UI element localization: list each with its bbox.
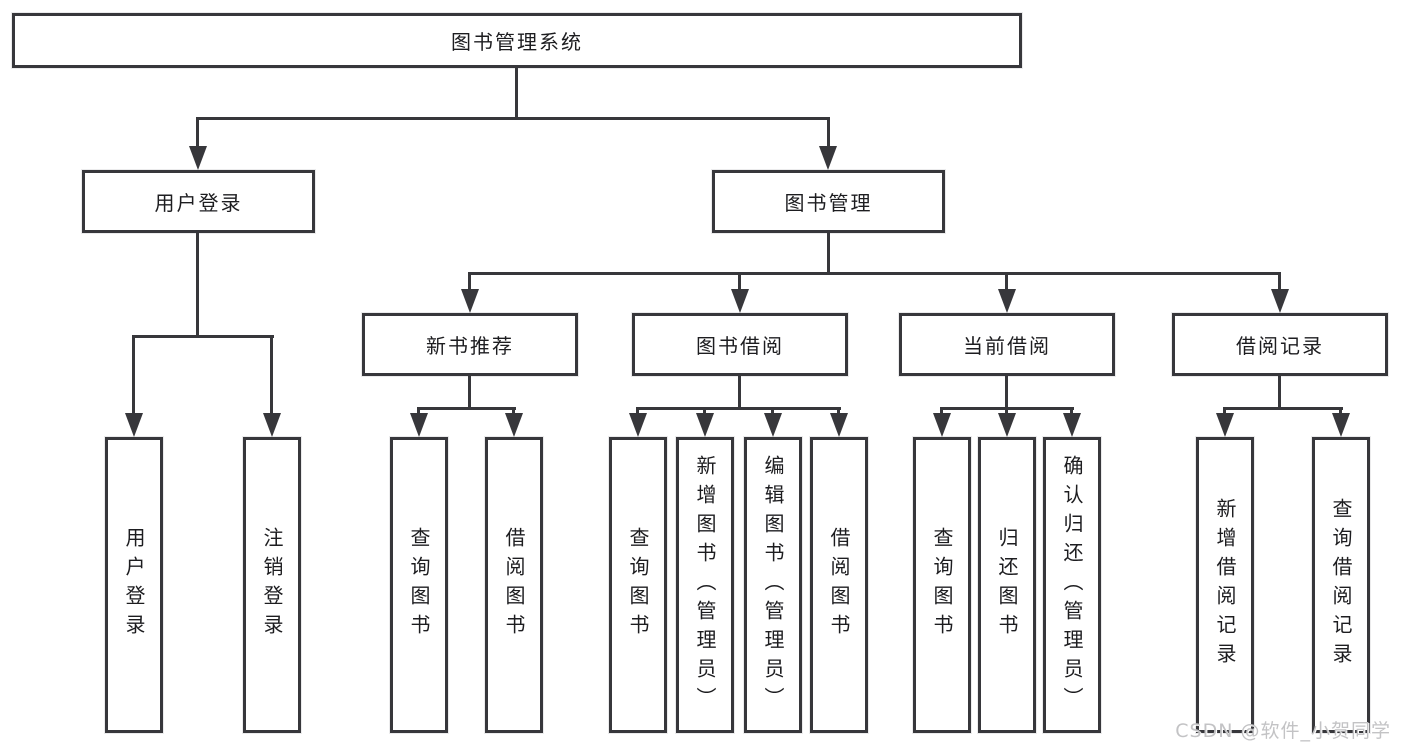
arrowhead-leaf-logout bbox=[263, 413, 281, 437]
arrowhead-g2-1 bbox=[410, 413, 428, 437]
connector-bookmgmt-stem bbox=[827, 233, 830, 274]
arrowhead-g4-3 bbox=[1063, 413, 1081, 437]
node-book-management: 图书管理 bbox=[712, 170, 945, 233]
leaf-borrow-books-label: 借阅图书 bbox=[827, 527, 851, 643]
arrowhead-user-login bbox=[189, 146, 207, 170]
leaf-query-borrow-record: 查询借阅记录 bbox=[1312, 437, 1370, 733]
arrowhead-g3-2 bbox=[696, 413, 714, 437]
leaf-user-login-label: 用户登录 bbox=[122, 527, 146, 643]
leaf-borrow-books: 借阅图书 bbox=[810, 437, 868, 733]
node-book-management-label: 图书管理 bbox=[784, 191, 873, 215]
arrowhead-g5-2 bbox=[1332, 413, 1350, 437]
leaf-query-books-borrow: 查询图书 bbox=[609, 437, 667, 733]
arrowhead-g4-1 bbox=[933, 413, 951, 437]
connector-root-rail bbox=[197, 117, 830, 120]
arrowhead-g3-4 bbox=[830, 413, 848, 437]
leaf-add-books-admin-label: 新增图书（管理员） bbox=[693, 454, 717, 716]
node-root-label: 图书管理系统 bbox=[451, 30, 583, 54]
connector-g2-stem bbox=[468, 376, 471, 409]
connector-drop-user-login bbox=[196, 117, 199, 149]
node-book-borrow: 图书借阅 bbox=[632, 313, 848, 376]
node-new-book-recommend-label: 新书推荐 bbox=[426, 334, 514, 358]
leaf-query-borrow-record-label: 查询借阅记录 bbox=[1329, 498, 1353, 672]
arrowhead-g4-2 bbox=[998, 413, 1016, 437]
connector-root-stem bbox=[515, 68, 518, 119]
leaf-add-books-admin: 新增图书（管理员） bbox=[676, 437, 734, 733]
connector-g5-drop-1 bbox=[1223, 407, 1226, 415]
leaf-return-books-label: 归还图书 bbox=[995, 527, 1019, 643]
connector-g4-drop-1 bbox=[940, 407, 943, 415]
csdn-watermark: CSDN @软件_小贺同学 bbox=[1175, 720, 1391, 742]
connector-drop-new-book bbox=[468, 272, 471, 291]
arrowhead-leaf-login bbox=[125, 413, 143, 437]
connector-drop-leaf-login bbox=[132, 335, 135, 415]
arrowhead-current-borrow bbox=[998, 289, 1016, 313]
connector-drop-current-borrow bbox=[1005, 272, 1008, 291]
leaf-query-books-borrow-label: 查询图书 bbox=[626, 527, 650, 643]
node-current-borrow: 当前借阅 bbox=[899, 313, 1115, 376]
connector-g3-drop-4 bbox=[837, 407, 840, 415]
leaf-edit-books-admin-label: 编辑图书（管理员） bbox=[761, 454, 785, 716]
connector-g3-drop-3 bbox=[771, 407, 774, 415]
leaf-confirm-return-admin: 确认归还（管理员） bbox=[1043, 437, 1101, 733]
leaf-add-borrow-record: 新增借阅记录 bbox=[1196, 437, 1254, 733]
leaf-logout: 注销登录 bbox=[243, 437, 301, 733]
connector-g4-drop-3 bbox=[1070, 407, 1073, 415]
connector-g3-drop-2 bbox=[703, 407, 706, 415]
connector-drop-borrow-records bbox=[1278, 272, 1281, 291]
connector-g3-drop-1 bbox=[636, 407, 639, 415]
connector-g4-drop-2 bbox=[1005, 407, 1008, 415]
leaf-query-books-recommend: 查询图书 bbox=[390, 437, 448, 733]
connector-g3-stem bbox=[738, 376, 741, 409]
node-borrow-records: 借阅记录 bbox=[1172, 313, 1388, 376]
node-current-borrow-label: 当前借阅 bbox=[963, 334, 1051, 358]
connector-g2-drop-1 bbox=[417, 407, 420, 415]
leaf-confirm-return-admin-label: 确认归还（管理员） bbox=[1060, 454, 1084, 716]
connector-userlogin-stem bbox=[196, 233, 199, 337]
leaf-user-login: 用户登录 bbox=[105, 437, 163, 733]
leaf-edit-books-admin: 编辑图书（管理员） bbox=[744, 437, 802, 733]
connector-g5-stem bbox=[1278, 376, 1281, 409]
leaf-borrow-books-recommend-label: 借阅图书 bbox=[502, 527, 526, 643]
connector-drop-leaf-logout bbox=[270, 335, 273, 415]
node-new-book-recommend: 新书推荐 bbox=[362, 313, 578, 376]
connector-g2-drop-2 bbox=[512, 407, 515, 415]
node-root-system: 图书管理系统 bbox=[12, 13, 1022, 68]
leaf-logout-label: 注销登录 bbox=[260, 527, 284, 643]
leaf-query-books-current: 查询图书 bbox=[913, 437, 971, 733]
connector-g4-stem bbox=[1005, 376, 1008, 409]
arrowhead-book-mgmt bbox=[819, 146, 837, 170]
arrowhead-g3-3 bbox=[764, 413, 782, 437]
connector-g5-drop-2 bbox=[1339, 407, 1342, 415]
connector-userlogin-rail bbox=[133, 335, 274, 338]
connector-bookmgmt-rail bbox=[468, 272, 1281, 275]
connector-g5-rail bbox=[1223, 407, 1343, 410]
node-book-borrow-label: 图书借阅 bbox=[696, 334, 784, 358]
connector-g2-rail bbox=[418, 407, 516, 410]
arrowhead-g3-1 bbox=[629, 413, 647, 437]
arrowhead-new-book bbox=[461, 289, 479, 313]
connector-drop-book-borrow bbox=[738, 272, 741, 291]
node-user-login: 用户登录 bbox=[82, 170, 315, 233]
arrowhead-book-borrow bbox=[731, 289, 749, 313]
arrowhead-borrow-records bbox=[1271, 289, 1289, 313]
node-user-login-label: 用户登录 bbox=[154, 191, 243, 215]
connector-drop-book-mgmt bbox=[827, 117, 830, 149]
arrowhead-g2-2 bbox=[505, 413, 523, 437]
leaf-query-books-current-label: 查询图书 bbox=[930, 527, 954, 643]
leaf-add-borrow-record-label: 新增借阅记录 bbox=[1213, 498, 1237, 672]
leaf-borrow-books-recommend: 借阅图书 bbox=[485, 437, 543, 733]
leaf-query-books-recommend-label: 查询图书 bbox=[407, 527, 431, 643]
arrowhead-g5-1 bbox=[1216, 413, 1234, 437]
leaf-return-books: 归还图书 bbox=[978, 437, 1036, 733]
node-borrow-records-label: 借阅记录 bbox=[1236, 334, 1324, 358]
connector-g3-rail bbox=[636, 407, 841, 410]
